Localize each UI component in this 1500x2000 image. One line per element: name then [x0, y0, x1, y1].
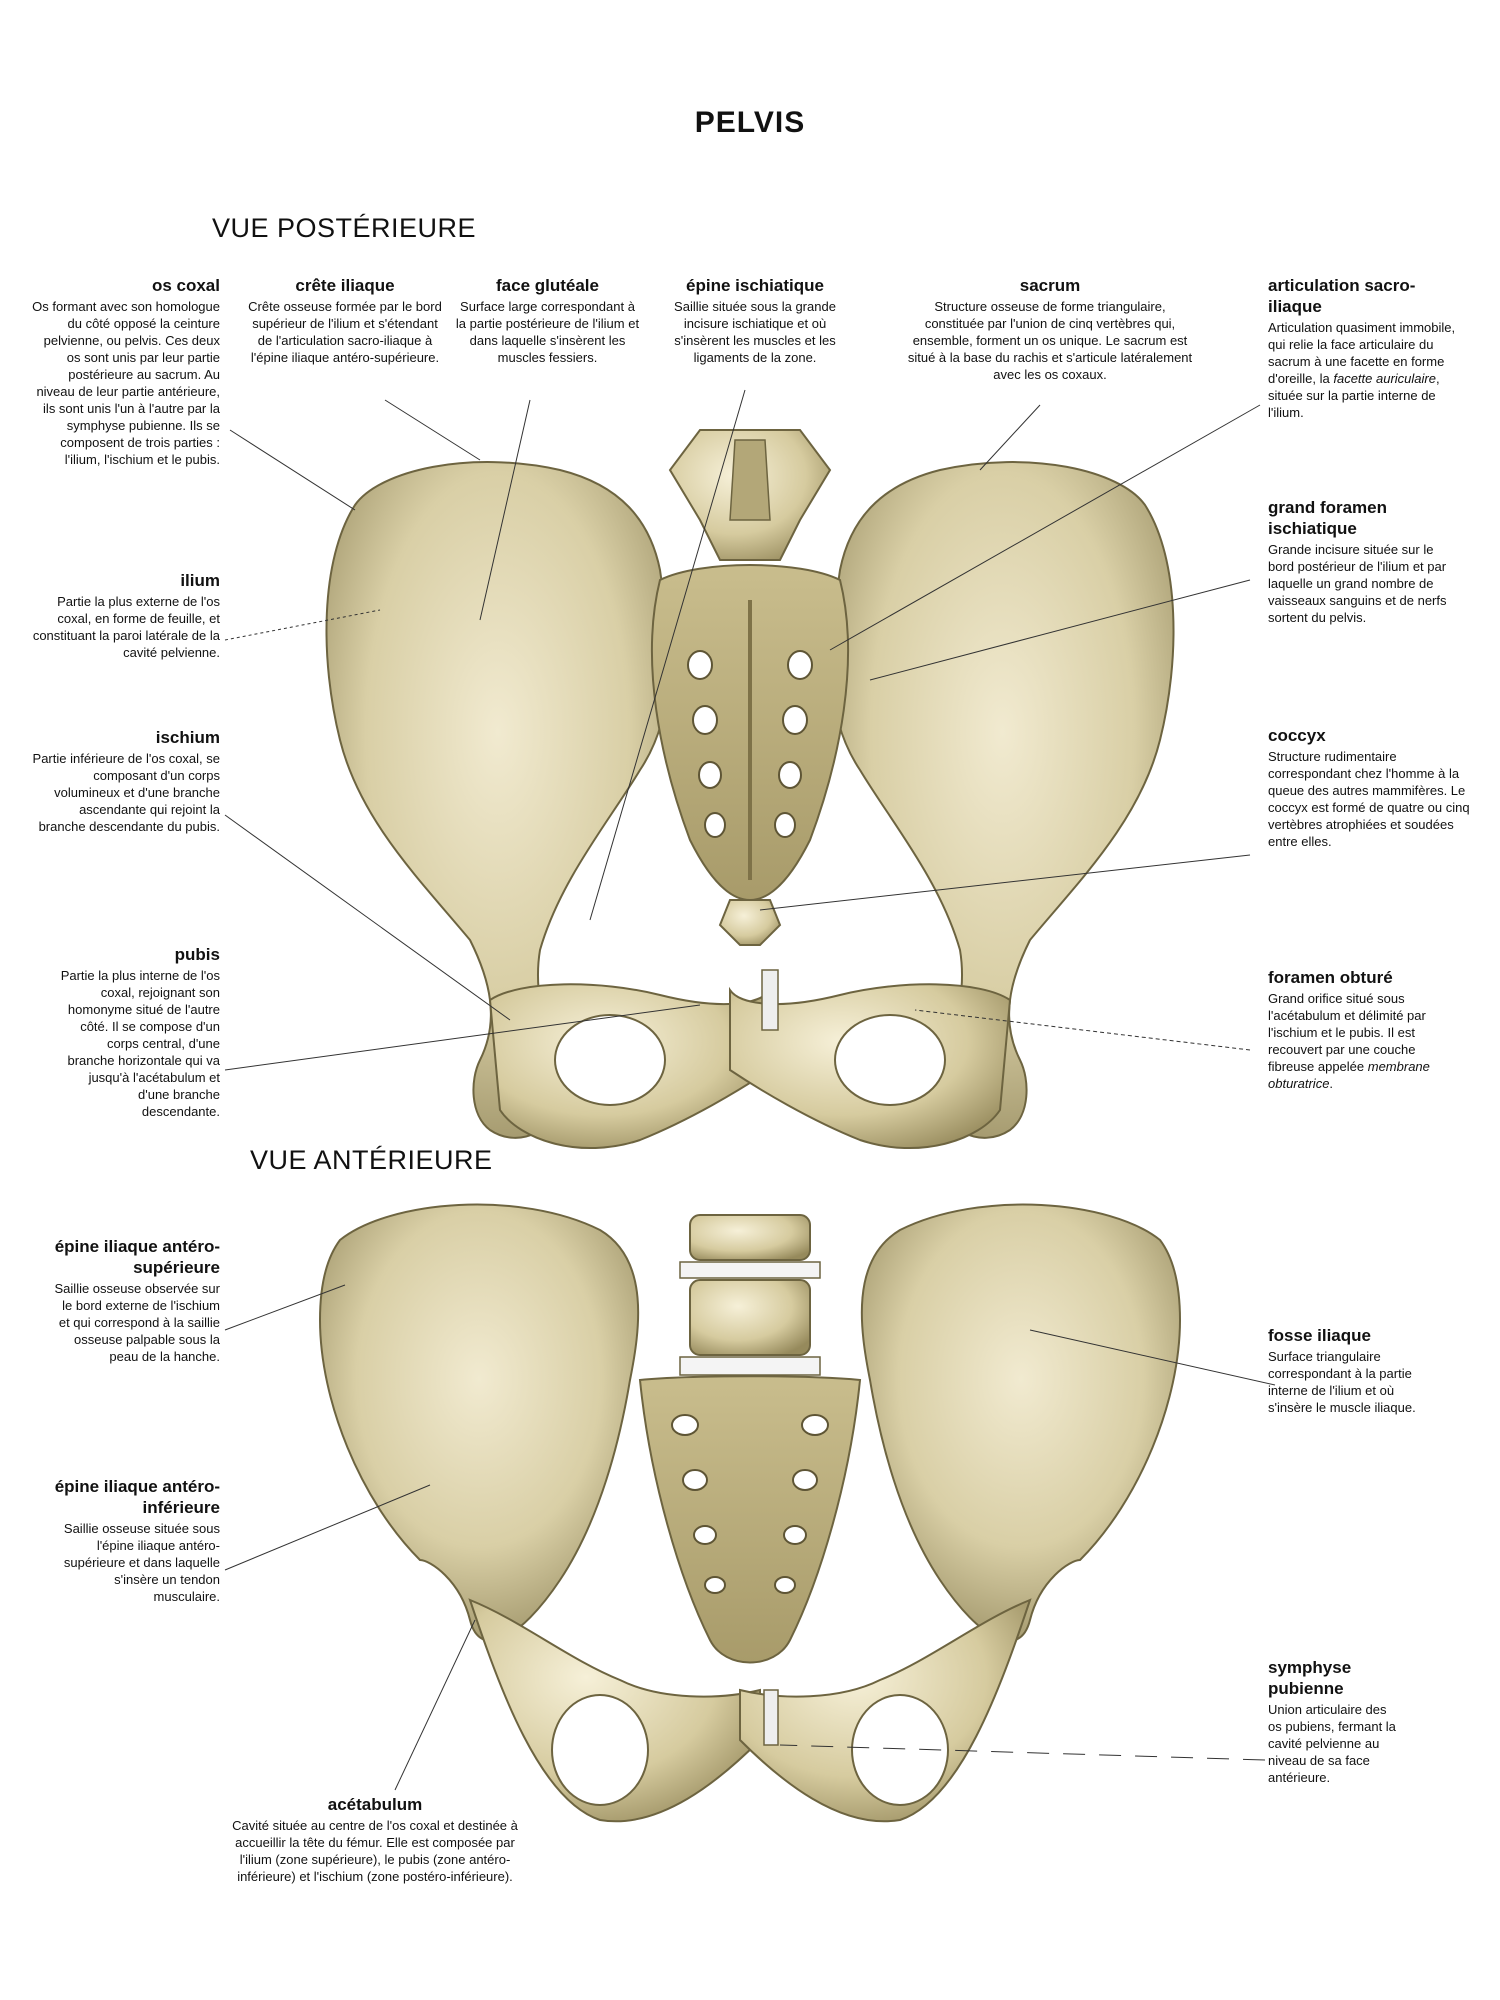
anterior-lumbar-lower — [689, 1279, 811, 1356]
label-symphyse: symphyse pubienne Union articulaire des … — [1268, 1657, 1398, 1786]
posterior-pelvis-drawing — [325, 429, 1175, 1149]
label-foramen-obture-title: foramen obturé — [1268, 968, 1393, 987]
label-epine-ischiatique-body: Saillie située sous la grande incisure i… — [674, 299, 836, 365]
label-pubis: pubis Partie la plus interne de l'os cox… — [60, 944, 220, 1120]
label-articulation-sacro-iliaque-title: articulation sacro-iliaque — [1268, 276, 1416, 316]
anterior-sacral-foramina — [671, 1414, 829, 1594]
label-acetabulum: acétabulum Cavité située au centre de l'… — [230, 1794, 520, 1885]
anterior-disc-2 — [679, 1356, 821, 1376]
sacral-foramina — [687, 650, 813, 838]
page-title: PELVIS — [694, 106, 806, 139]
label-acetabulum-title: acétabulum — [327, 1795, 423, 1814]
label-pubis-title: pubis — [174, 945, 220, 964]
label-sacrum-title: sacrum — [1019, 276, 1081, 295]
label-crete-iliaque: crête iliaque Crête osseuse formée par l… — [245, 275, 445, 366]
anterior-left-coxal — [318, 1203, 640, 1642]
label-articulation-sacro-iliaque-body: Articulation quasiment immobile, qui rel… — [1268, 320, 1456, 420]
posterior-right-obturator-foramen — [834, 1014, 946, 1106]
anterior-left-obturator-foramen — [551, 1694, 649, 1806]
label-eiai-body: Saillie osseuse située sous l'épine ilia… — [63, 1521, 220, 1604]
label-eiai: épine iliaque antéro-inférieure Saillie … — [50, 1476, 220, 1605]
label-fosse-iliaque-body: Surface triangulaire correspondant à la … — [1268, 1349, 1416, 1415]
label-crete-iliaque-body: Crête osseuse formée par le bord supérie… — [248, 299, 442, 365]
label-foramen-obture-body: Grand orifice situé sous l'acétabulum et… — [1268, 991, 1430, 1091]
posterior-symphysis — [761, 969, 779, 1031]
label-fosse-iliaque: fosse iliaque Surface triangulaire corre… — [1268, 1325, 1418, 1416]
label-ischium-title: ischium — [155, 728, 220, 747]
label-symphyse-title: symphyse pubienne — [1268, 1658, 1352, 1698]
posterior-view-heading: VUE POSTÉRIEURE — [212, 213, 477, 243]
label-grand-foramen: grand foramen ischiatique Grande incisur… — [1268, 497, 1463, 626]
anterior-right-obturator-foramen — [851, 1694, 949, 1806]
label-ilium: ilium Partie la plus externe de l'os cox… — [30, 570, 220, 661]
label-os-coxal-title: os coxal — [151, 276, 220, 295]
label-grand-foramen-title: grand foramen ischiatique — [1268, 498, 1388, 538]
label-ilium-title: ilium — [180, 571, 220, 590]
label-face-gluteale-body: Surface large correspondant à la partie … — [455, 299, 640, 365]
label-os-coxal-body: Os formant avec son homologue du côté op… — [32, 299, 220, 467]
label-coccyx-title: coccyx — [1268, 726, 1326, 745]
label-pubis-body: Partie la plus interne de l'os coxal, re… — [60, 968, 220, 1119]
label-coccyx: coccyx Structure rudimentaire correspond… — [1268, 725, 1473, 850]
label-ischium-body: Partie inférieure de l'os coxal, se comp… — [32, 751, 220, 834]
label-sacrum-body: Structure osseuse de forme triangulaire,… — [907, 299, 1193, 382]
label-foramen-obture: foramen obturé Grand orifice situé sous … — [1268, 967, 1463, 1092]
anterior-symphysis — [763, 1689, 779, 1746]
label-fosse-iliaque-title: fosse iliaque — [1268, 1326, 1371, 1345]
label-face-gluteale: face glutéale Surface large correspondan… — [455, 275, 640, 366]
label-eias-body: Saillie osseuse observée sur le bord ext… — [54, 1281, 220, 1364]
anterior-pelvis-drawing — [318, 1203, 1182, 1823]
leader-lines — [224, 389, 1276, 1791]
anterior-lumbar-upper — [689, 1214, 811, 1261]
label-epine-ischiatique-title: épine ischiatique — [686, 276, 824, 295]
label-symphyse-body: Union articulaire des os pubiens, ferman… — [1268, 1702, 1396, 1785]
label-ilium-body: Partie la plus externe de l'os coxal, en… — [32, 594, 220, 660]
label-ischium: ischium Partie inférieure de l'os coxal,… — [30, 727, 220, 835]
label-crete-iliaque-title: crête iliaque — [295, 276, 395, 295]
label-epine-ischiatique: épine ischiatique Saillie située sous la… — [655, 275, 855, 366]
posterior-left-obturator-foramen — [554, 1014, 666, 1106]
label-face-gluteale-title: face glutéale — [496, 276, 599, 295]
anterior-disc-1 — [679, 1261, 821, 1279]
label-articulation-sacro-iliaque: articulation sacro-iliaque Articulation … — [1268, 275, 1468, 421]
anterior-sacrum — [638, 1375, 862, 1664]
label-sacrum: sacrum Structure osseuse de forme triang… — [905, 275, 1195, 383]
anterior-view-heading: VUE ANTÉRIEURE — [250, 1145, 493, 1175]
label-acetabulum-body: Cavité située au centre de l'os coxal et… — [232, 1818, 518, 1884]
anterior-right-coxal — [860, 1203, 1182, 1642]
label-eiai-title: épine iliaque antéro-inférieure — [54, 1477, 220, 1517]
label-coccyx-body: Structure rudimentaire correspondant che… — [1268, 749, 1470, 849]
label-eias-title: épine iliaque antéro-supérieure — [54, 1237, 220, 1277]
posterior-coccyx — [718, 899, 782, 946]
label-grand-foramen-body: Grande incisure située sur le bord posté… — [1268, 542, 1447, 625]
label-os-coxal: os coxal Os formant avec son homologue d… — [30, 275, 220, 468]
label-eias: épine iliaque antéro-supérieure Saillie … — [50, 1236, 220, 1365]
